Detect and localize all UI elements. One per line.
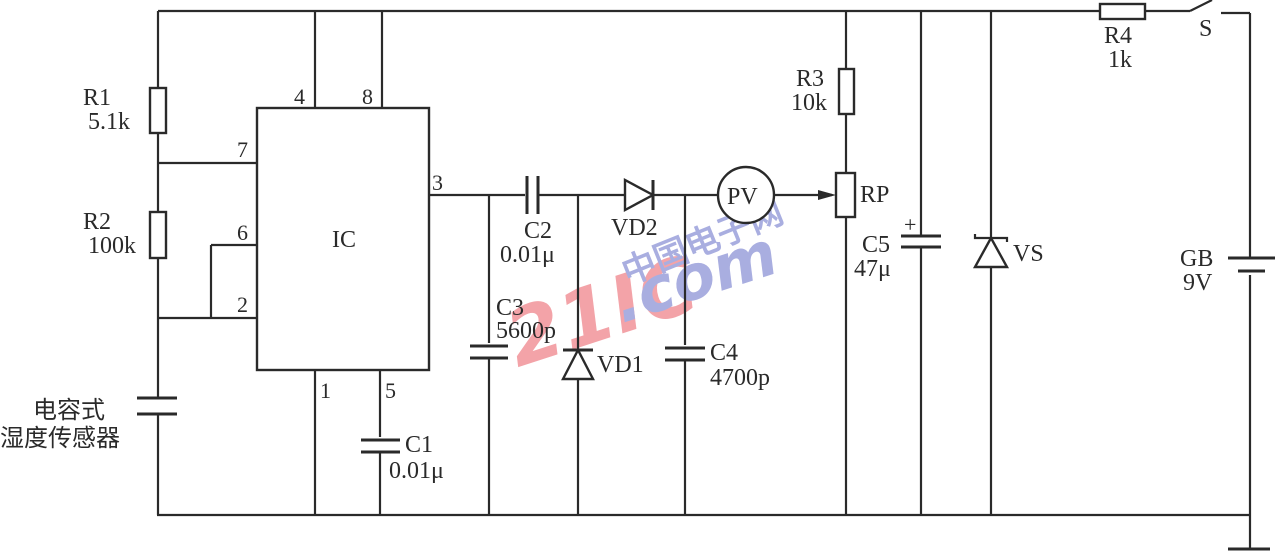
c5-value: 47μ (854, 256, 891, 282)
r2-value: 100k (88, 233, 136, 259)
sensor-label-line1: 电容式 (33, 396, 105, 424)
ic-chip (255, 11, 525, 515)
rectifier-section (470, 165, 836, 515)
potentiometer-rp (834, 171, 857, 219)
r4-value: 1k (1108, 47, 1132, 73)
ic-label: IC (332, 227, 356, 253)
c4-value: 4700p (710, 365, 770, 391)
gb-value: 9V (1183, 270, 1213, 296)
c3-value: 5600p (496, 318, 556, 344)
ic-pin-3: 3 (432, 170, 443, 195)
resistor-r3 (837, 67, 856, 116)
c1-ref: C1 (405, 432, 433, 458)
left-branch (137, 11, 257, 515)
ic-pin-5: 5 (385, 378, 396, 403)
ic-pin-8: 8 (362, 84, 373, 109)
vd2-ref: VD2 (611, 215, 658, 241)
bottom-rail (157, 275, 1270, 551)
power-section (1098, 0, 1275, 273)
r4-ref: R4 (1104, 23, 1132, 49)
vd1-ref: VD1 (597, 352, 644, 378)
zener-diode-vs (972, 235, 1010, 269)
regulator-section (834, 11, 1010, 515)
rp-ref: RP (860, 182, 889, 208)
ic-pin-7: 7 (237, 137, 248, 162)
wiper-arrow (818, 190, 836, 200)
ic-pin-2: 2 (237, 292, 248, 317)
r2-ref: R2 (83, 209, 111, 235)
c5-ref: C5 (862, 232, 890, 258)
r1-ref: R1 (83, 85, 111, 111)
switch-s (1189, 0, 1213, 12)
resistor-r4 (1098, 2, 1147, 21)
c2-value: 0.01μ (500, 242, 555, 268)
c1-value: 0.01μ (389, 458, 444, 484)
c4-ref: C4 (710, 340, 738, 366)
ic-pin-6: 6 (237, 220, 248, 245)
vs-ref: VS (1013, 241, 1044, 267)
resistor-r2 (148, 210, 168, 260)
pv-ref: PV (727, 184, 758, 210)
c2-ref: C2 (524, 218, 552, 244)
resistor-r1 (148, 86, 168, 135)
r3-value: 10k (791, 90, 827, 116)
ic-pin-4: 4 (294, 84, 305, 109)
s-ref: S (1199, 16, 1212, 42)
gb-ref: GB (1180, 246, 1213, 272)
c5-polarity: + (904, 212, 916, 237)
sensor-label-line2: 湿度传感器 (0, 424, 120, 452)
c3-ref: C3 (496, 295, 524, 321)
r1-value: 5.1k (88, 109, 130, 135)
diode-vd2 (623, 177, 656, 213)
r3-ref: R3 (796, 66, 824, 92)
ic-pin-1: 1 (320, 378, 331, 403)
